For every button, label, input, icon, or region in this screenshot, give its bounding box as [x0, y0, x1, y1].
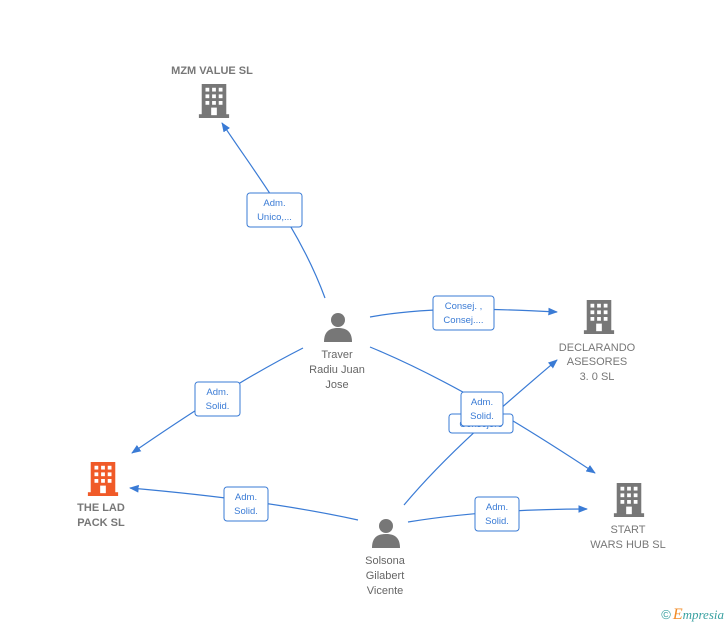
company-node-mzm[interactable]: MZM VALUE SL: [171, 65, 253, 118]
edge-label-line: Adm.: [206, 387, 228, 398]
brand-initial: E: [672, 606, 683, 623]
building-icon: [198, 84, 230, 118]
company-node-thelad[interactable]: THE LAD PACK SL: [77, 462, 125, 529]
edge-label-solsona-declarando[interactable]: Adm. Solid.: [460, 391, 504, 427]
building-icon: [583, 300, 615, 334]
company-label: DECLARANDO: [559, 342, 636, 354]
edge-label-line: Adm.: [486, 502, 508, 513]
building-icon: [613, 483, 645, 517]
edge-label-traver-thelad[interactable]: Adm. Solid.: [194, 381, 241, 417]
edge-label-line: Solid.: [234, 506, 258, 517]
person-label: Traver: [321, 349, 353, 361]
person-label: Radiu Juan: [309, 364, 365, 376]
person-icon: [372, 519, 400, 548]
company-label: ASESORES: [567, 356, 628, 368]
company-label: WARS HUB SL: [590, 539, 665, 551]
edge-label-line: Adm.: [263, 198, 285, 209]
company-label: PACK SL: [77, 517, 125, 529]
company-label: 3. 0 SL: [580, 371, 615, 383]
nodes: MZM VALUE SL DECLARANDO ASESORES 3. 0 SL…: [77, 65, 666, 597]
edge-label-line: Consej....: [443, 315, 483, 326]
person-label: Gilabert: [366, 570, 405, 582]
edge-label-solsona-startwars[interactable]: Adm. Solid.: [474, 496, 520, 532]
edge-label-line: Unico,...: [257, 212, 292, 223]
edge-label-line: Adm.: [471, 397, 493, 408]
edge-label-traver-mzm[interactable]: Adm. Unico,...: [246, 192, 303, 228]
edge-label-solsona-thelad[interactable]: Adm. Solid.: [223, 486, 269, 522]
edge-label-line: Solid.: [206, 401, 230, 412]
company-label: START: [610, 524, 645, 536]
edge-label-line: Solid.: [485, 516, 509, 527]
company-label: THE LAD: [77, 502, 125, 514]
person-node-traver[interactable]: Traver Radiu Juan Jose: [309, 313, 365, 391]
brand-name: mpresia: [682, 607, 724, 622]
person-label: Vicente: [367, 585, 404, 597]
edge-label-line: Solid.: [470, 411, 494, 422]
building-icon: [87, 462, 119, 496]
edge-label-line: Adm.: [235, 492, 257, 503]
brand-watermark: ©Empresia: [661, 606, 724, 624]
person-node-solsona[interactable]: Solsona Gilabert Vicente: [365, 519, 406, 597]
company-node-declarando[interactable]: DECLARANDO ASESORES 3. 0 SL: [559, 300, 636, 383]
company-label: MZM VALUE SL: [171, 65, 253, 77]
copyright-icon: ©: [661, 607, 671, 622]
edge-label-traver-declarando[interactable]: Consej. , Consej....: [432, 295, 495, 331]
edge-labels: Adm. Unico,... Consej. , Consej.... Adm.…: [194, 192, 520, 532]
person-label: Solsona: [365, 555, 406, 567]
company-node-startwars[interactable]: START WARS HUB SL: [590, 483, 666, 551]
edge-label-line: Consej. ,: [445, 301, 483, 312]
edges: [129, 122, 596, 523]
person-icon: [324, 313, 352, 342]
person-label: Jose: [325, 379, 348, 391]
